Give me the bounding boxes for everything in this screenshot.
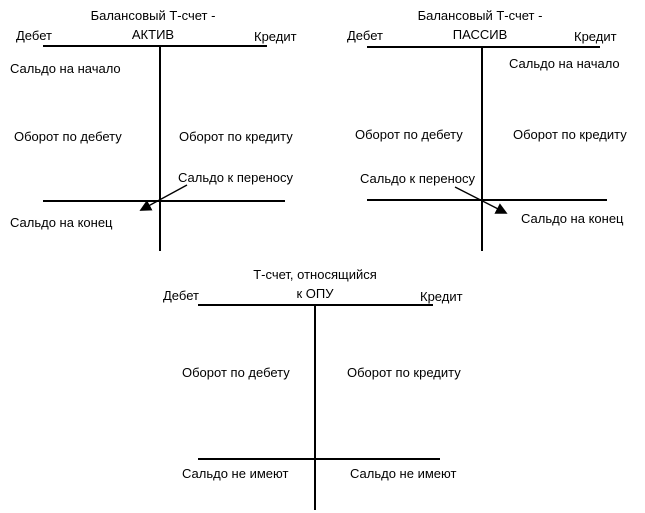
liability-closing-balance-label: Сальдо на конец [521, 211, 624, 226]
asset-account-title-line1: Балансовый Т-счет - [90, 8, 216, 23]
liability-credit-header: Кредит [574, 29, 617, 44]
asset-debit-turnover-label: Оборот по дебету [14, 129, 122, 144]
pl-no-balance-debit-label: Сальдо не имеют [182, 466, 289, 481]
liability-balance-carried-label: Сальдо к переносу [360, 171, 475, 186]
pl-debit-turnover-label: Оборот по дебету [182, 365, 290, 380]
asset-transfer-arrow [139, 184, 188, 211]
liability-transfer-arrow [454, 186, 508, 214]
asset-credit-turnover-label: Оборот по кредиту [179, 129, 293, 144]
pl-account-title-line1: Т-счет, относящийся [253, 267, 377, 282]
asset-account-title-line2: АКТИВ [131, 27, 175, 42]
pl-debit-header: Дебет [163, 288, 199, 303]
asset-debit-header: Дебет [16, 28, 52, 43]
asset-balance-carried-label: Сальдо к переносу [178, 170, 293, 185]
liability-debit-header: Дебет [347, 28, 383, 43]
pl-credit-header: Кредит [420, 289, 463, 304]
liability-credit-turnover-label: Оборот по кредиту [513, 127, 627, 142]
liability-account-title-line1: Балансовый Т-счет - [417, 8, 543, 23]
pl-account-title: Т-счет, относящийся к ОПУ [215, 265, 415, 303]
liability-debit-turnover-label: Оборот по дебету [355, 127, 463, 142]
asset-closing-balance-label: Сальдо на конец [10, 215, 113, 230]
asset-opening-balance-label: Сальдо на начало [10, 61, 121, 76]
liability-opening-balance-label: Сальдо на начало [509, 56, 620, 71]
liability-account-title-line2: ПАССИВ [452, 27, 508, 42]
asset-credit-header: Кредит [254, 29, 297, 44]
pl-no-balance-credit-label: Сальдо не имеют [350, 466, 457, 481]
pl-credit-turnover-label: Оборот по кредиту [347, 365, 461, 380]
pl-account-title-line2: к ОПУ [296, 286, 334, 301]
liability-account-title: Балансовый Т-счет - ПАССИВ [372, 6, 588, 44]
asset-account-title: Балансовый Т-счет - АКТИВ [45, 6, 261, 44]
